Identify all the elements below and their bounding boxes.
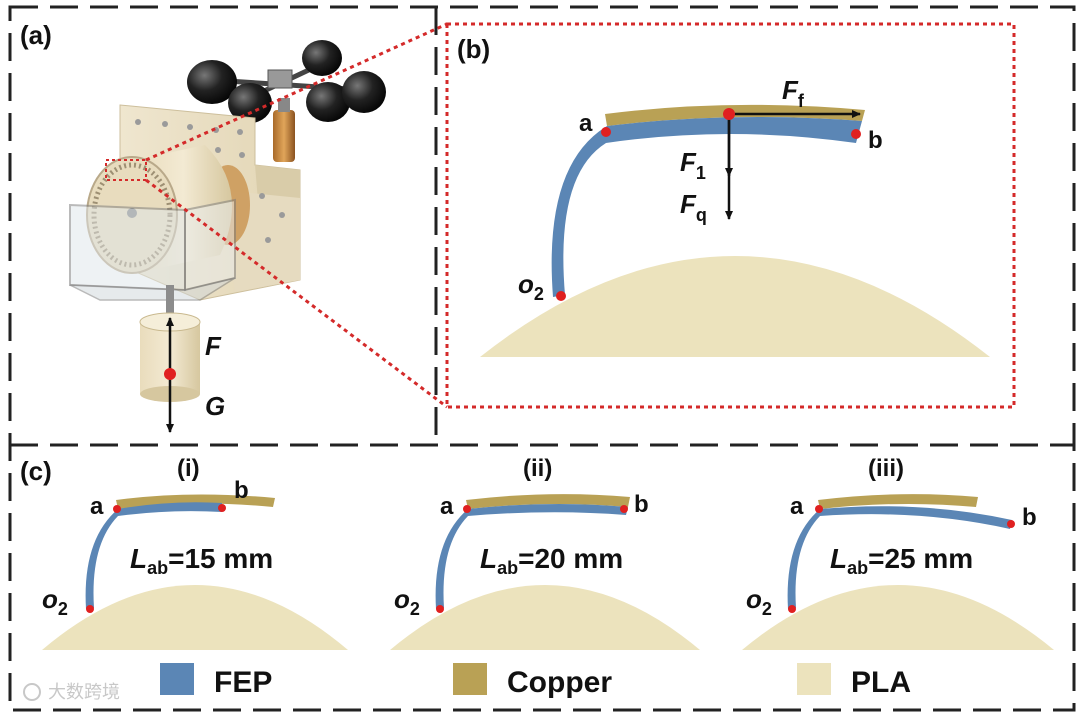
point-o2: [556, 291, 566, 301]
copper-strip: [466, 494, 630, 509]
panel-a-label: (a): [20, 20, 52, 50]
legend-swatch-copper: [453, 663, 487, 695]
panel-b: (b) a b o2 Ff F1 Fq: [445, 22, 1016, 409]
point-a: [113, 505, 121, 513]
watermark-logo-icon: [23, 683, 41, 701]
zoom-region: [105, 159, 147, 181]
panel-c: (c) (i) a b o2 Lab=15 mm (ii) a b o: [20, 455, 1054, 699]
weight-hook: [166, 285, 174, 315]
point-o2: [788, 605, 796, 613]
pla-dome: [390, 585, 700, 650]
point-a: [463, 505, 471, 513]
watermark: 大数跨境: [23, 682, 120, 702]
point-b: [1007, 520, 1015, 528]
length-label: Lab=20 mm: [480, 543, 623, 578]
point-a-label: a: [790, 493, 804, 520]
friction-force-label: Ff: [782, 75, 805, 111]
outer-frame: [8, 5, 1076, 712]
force-f-label: F: [205, 331, 222, 361]
pla-dome: [42, 585, 348, 650]
zoom-connector-bottom: [145, 178, 448, 409]
anemometer-cup: [306, 82, 350, 122]
case-iii-label: (iii): [868, 455, 904, 482]
point-o2: [436, 605, 444, 613]
fep-film: [551, 117, 862, 297]
point-a-label: a: [579, 110, 593, 137]
anemometer-cup: [342, 71, 386, 113]
point-a: [815, 505, 823, 513]
panel-c-label: (c): [20, 456, 52, 486]
legend: FEP Copper PLA: [160, 663, 911, 699]
point-b-label: b: [868, 127, 883, 154]
copper-strip: [818, 494, 978, 509]
force-origin-point: [723, 108, 735, 120]
legend-swatch-pla: [797, 663, 831, 695]
point-o2-label: o2: [394, 584, 420, 619]
zoom-detail-frame: [445, 22, 1016, 409]
anemometer-cup: [187, 60, 237, 104]
legend-swatch-fep: [160, 663, 194, 695]
fq-force-label: Fq: [680, 189, 707, 225]
point-o2-label: o2: [42, 584, 68, 619]
brass-coupling: [273, 110, 295, 162]
panel-a: (a): [20, 20, 448, 433]
case-i-label: (i): [177, 455, 200, 482]
copper-strip: [605, 104, 865, 126]
case-i: (i) a b o2 Lab=15 mm: [42, 455, 348, 650]
legend-label-pla: PLA: [851, 666, 911, 699]
point-a-label: a: [90, 493, 104, 520]
length-label: Lab=25 mm: [830, 543, 973, 578]
watermark-text: 大数跨境: [48, 682, 120, 702]
pla-dome: [480, 256, 990, 357]
point-b-label: b: [1022, 504, 1037, 531]
point-o2: [86, 605, 94, 613]
fep-film: [787, 506, 1012, 609]
point-a-label: a: [440, 493, 454, 520]
center-of-mass-point: [164, 368, 176, 380]
f1-force-label: F1: [680, 147, 706, 183]
point-b: [851, 129, 861, 139]
point-b: [620, 505, 628, 513]
zoom-connector-top: [145, 22, 448, 162]
anemometer-cup: [228, 83, 272, 123]
case-ii-label: (ii): [523, 455, 552, 482]
point-o2-label: o2: [518, 269, 544, 304]
case-ii: (ii) a b o2 Lab=20 mm: [390, 455, 700, 650]
point-a: [601, 127, 611, 137]
anemometer: [187, 40, 386, 123]
length-label: Lab=15 mm: [130, 543, 273, 578]
point-b-label: b: [634, 491, 649, 518]
case-iii: (iii) a b o2 Lab=25 mm: [742, 455, 1054, 650]
legend-label-copper: Copper: [507, 666, 612, 699]
force-g-label: G: [205, 391, 225, 421]
anemometer-cup: [302, 40, 342, 76]
panel-b-label: (b): [457, 34, 490, 64]
point-o2-label: o2: [746, 584, 772, 619]
legend-label-fep: FEP: [214, 666, 272, 699]
transparent-tank: [69, 198, 236, 301]
copper-strip: [116, 494, 275, 509]
point-b-label: b: [234, 477, 249, 504]
point-b: [218, 504, 226, 512]
pla-dome: [742, 585, 1054, 650]
